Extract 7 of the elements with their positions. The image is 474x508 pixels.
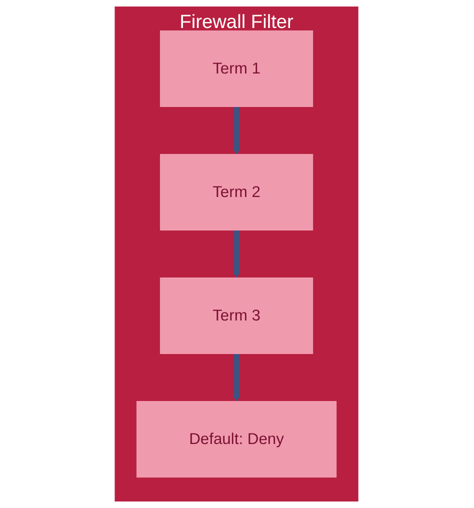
arrow: [233, 106, 241, 155]
node-box: Term 2: [160, 154, 314, 231]
node-box: Term 1: [160, 30, 314, 107]
arrow: [233, 230, 241, 278]
node-box: Default: Deny: [136, 401, 338, 478]
node-box: Term 3: [160, 277, 314, 354]
arrow: [233, 354, 241, 402]
